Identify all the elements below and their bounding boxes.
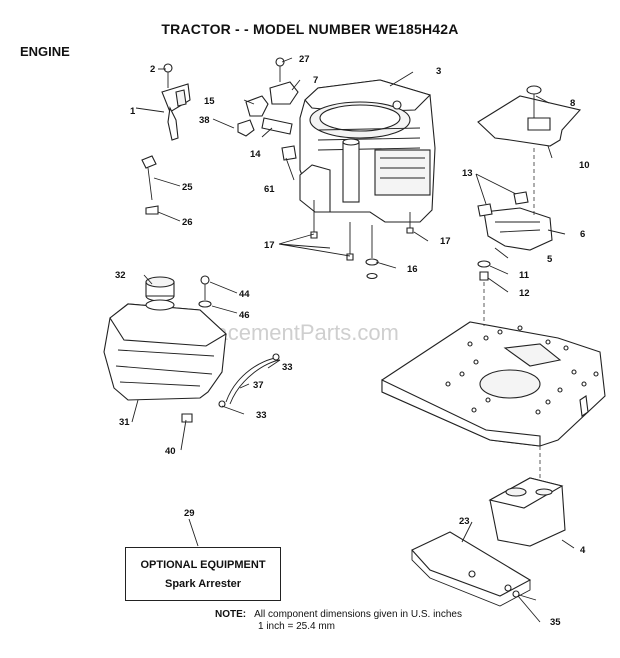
engine-part — [299, 79, 436, 223]
callout-23: 23 — [459, 516, 470, 527]
callout-12: 12 — [519, 288, 530, 299]
throttle-control — [161, 63, 191, 141]
callout-11: 11 — [519, 270, 530, 281]
callout-38: 38 — [199, 115, 210, 126]
muffler-bracket — [477, 191, 553, 281]
optional-equipment-item: Spark Arrester — [164, 578, 242, 590]
callout-44: 44 — [239, 289, 250, 300]
optional-equipment-box: OPTIONAL EQUIPMENT Spark Arrester — [125, 547, 281, 601]
callout-33b: 33 — [256, 410, 267, 421]
note: NOTE: All component dimensions given in U… — [215, 609, 462, 620]
callout-25: 25 — [182, 182, 193, 193]
diagram-title: TRACTOR - - MODEL NUMBER WE185H42A — [161, 21, 459, 37]
optional-equipment-title: OPTIONAL EQUIPMENT — [140, 559, 266, 571]
callout-14: 14 — [250, 149, 261, 160]
callout-6: 6 — [580, 229, 585, 240]
callout-8: 8 — [570, 98, 575, 109]
callout-2: 2 — [150, 64, 155, 75]
callout-26: 26 — [182, 217, 193, 228]
callout-5: 5 — [547, 254, 553, 265]
callout-46: 46 — [239, 310, 250, 321]
callout-labels: 1 2 3 4 5 6 7 8 10 11 12 13 14 15 16 17 … — [115, 54, 590, 628]
callout-27: 27 — [299, 54, 310, 65]
engine-bolts — [278, 200, 414, 280]
callout-31: 31 — [119, 417, 130, 428]
callout-4: 4 — [580, 545, 586, 556]
callout-35: 35 — [550, 617, 561, 628]
note-line-2: 1 inch = 25.4 mm — [258, 621, 335, 632]
note-label: NOTE: — [215, 609, 247, 620]
fuel-line — [218, 353, 281, 408]
callout-29: 29 — [184, 508, 195, 519]
callout-13: 13 — [462, 168, 473, 179]
callout-37: 37 — [253, 380, 264, 391]
callout-40: 40 — [165, 446, 176, 457]
callout-32: 32 — [115, 270, 126, 281]
heat-shield — [477, 85, 582, 147]
callout-17a: 17 — [264, 240, 275, 251]
callout-17b: 17 — [440, 236, 451, 247]
callout-61: 61 — [264, 184, 275, 195]
leader-lines — [131, 57, 575, 623]
section-label: ENGINE — [20, 44, 70, 59]
note-line-1: All component dimensions given in U.S. i… — [254, 609, 462, 620]
fuel-tank — [103, 275, 227, 423]
fuel-fittings — [237, 57, 299, 161]
callout-33a: 33 — [282, 362, 293, 373]
choke-clip — [141, 155, 159, 215]
callout-10: 10 — [579, 160, 590, 171]
spark-arrester-shield — [411, 531, 537, 607]
callout-7: 7 — [313, 75, 318, 86]
tractor-frame — [381, 321, 606, 447]
callout-16: 16 — [407, 264, 418, 275]
callout-1: 1 — [130, 106, 136, 117]
callout-15: 15 — [204, 96, 215, 107]
muffler — [488, 477, 566, 547]
callout-3: 3 — [436, 66, 441, 77]
